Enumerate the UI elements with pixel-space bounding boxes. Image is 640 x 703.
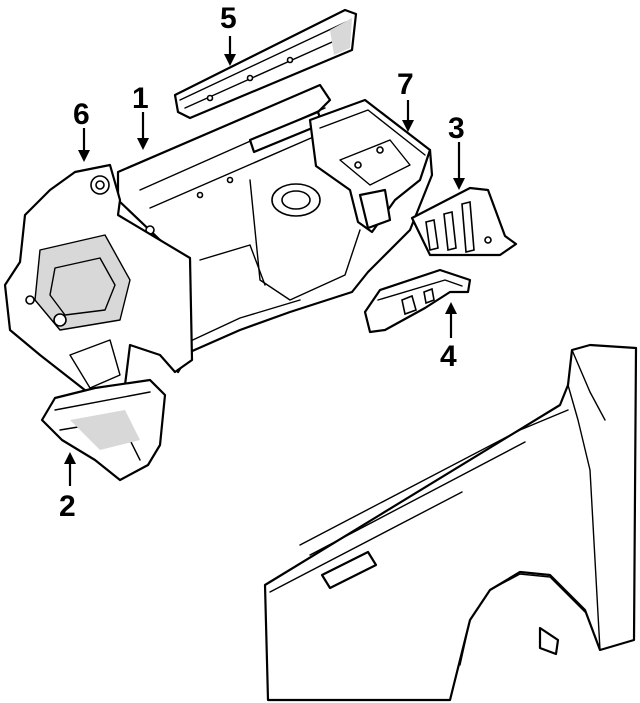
callout-4: 4: [440, 340, 457, 373]
callout-5: 5: [220, 2, 237, 35]
part-2-lower-scoop: [40, 378, 167, 482]
callout-7: 7: [397, 68, 414, 101]
callout-6: 6: [73, 98, 90, 131]
leader-4: [445, 302, 457, 338]
leader-6: [78, 128, 90, 162]
leader-3: [453, 142, 465, 190]
callout-1: 1: [132, 82, 149, 115]
part-7-bracket: [308, 98, 432, 234]
part-4-lower-brace: [363, 268, 472, 334]
leader-7: [402, 100, 414, 132]
part-6-cowl-panel: [3, 163, 194, 400]
leader-1: [137, 112, 149, 150]
fender-panel: [263, 343, 638, 702]
part-5-upper-rail: [173, 8, 358, 120]
callout-3: 3: [448, 112, 465, 145]
leader-2: [64, 452, 76, 486]
part-3-gusset: [410, 186, 518, 257]
leader-5: [224, 36, 236, 66]
callout-2: 2: [59, 490, 76, 523]
